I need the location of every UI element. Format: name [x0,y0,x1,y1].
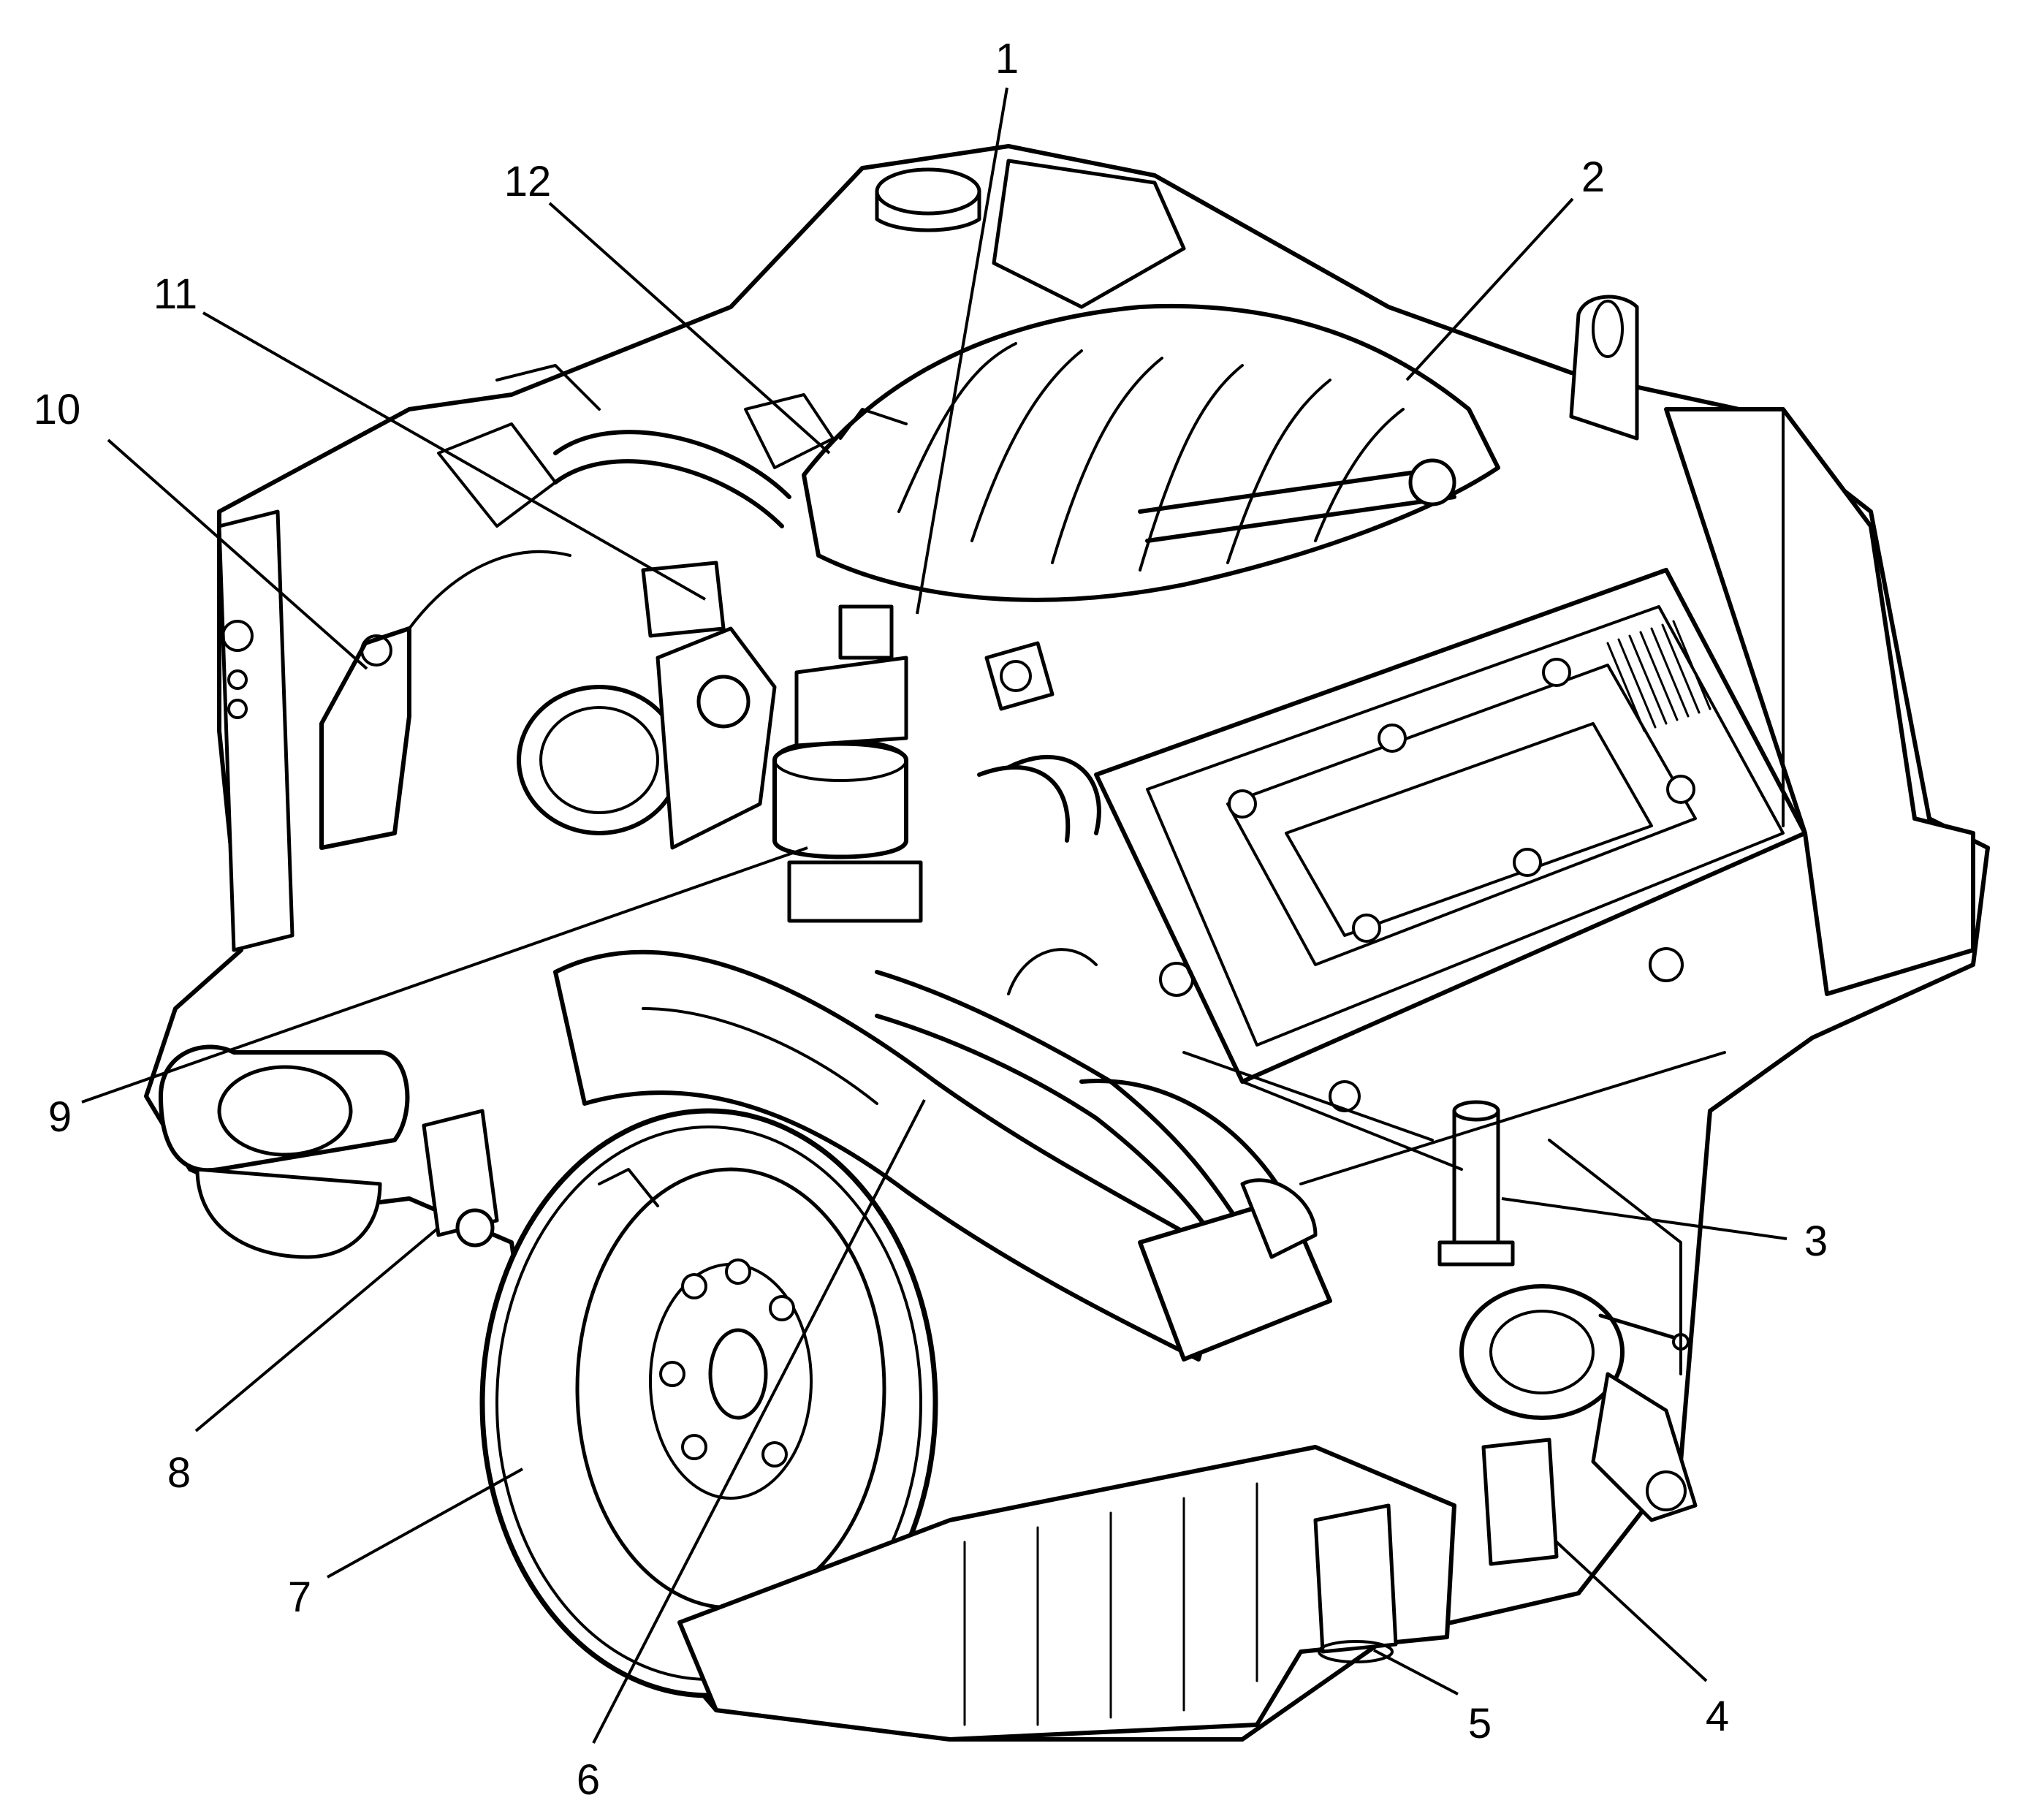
leader-10 [107,438,368,670]
egr-valve [772,604,923,923]
callout-11: 11 [153,270,197,318]
engine-mount-right [1459,1284,1698,1566]
leader-11 [202,311,706,601]
engine-mount-bracket [217,509,411,952]
callout-10: 10 [34,386,81,433]
sensor-stud [1437,1100,1515,1267]
leader-1 [916,87,1008,615]
upper-left-details [408,364,908,630]
hoses [553,430,1288,1259]
leader-lines [81,87,1787,1744]
callout-2: 2 [1581,153,1605,201]
exhaust-crossover [553,949,1332,1362]
leader-8 [194,1226,440,1432]
leader-6 [592,1099,926,1744]
fuel-rail [1138,458,1456,543]
oil-pan [677,1445,1456,1742]
callout-3: 3 [1804,1218,1828,1265]
callout-5: 5 [1468,1700,1492,1747]
callout-4: 4 [1706,1693,1729,1740]
flywheel [479,1108,938,1698]
leader-5 [1373,1649,1459,1696]
left-exhaust-flange [159,1044,499,1259]
leader-4 [1555,1541,1708,1682]
leader-3 [1501,1197,1787,1240]
sensor-connector [641,561,1055,711]
callout-9: 9 [48,1093,72,1141]
leader-2 [1405,197,1574,381]
callout-1: 1 [995,35,1019,83]
leader-12 [548,202,831,455]
callout-12: 12 [504,158,552,205]
callout-labels: 1 2 3 4 5 6 7 8 9 10 11 12 [34,35,1828,1804]
leader-7 [327,1468,523,1579]
leader-9 [81,846,808,1104]
lifting-eye [1569,295,1639,441]
callout-7: 7 [288,1573,311,1621]
callout-8: 8 [167,1449,191,1497]
callout-6: 6 [577,1756,600,1804]
engine-block-drawing [144,144,1990,1742]
valve-cover [1094,407,1975,1084]
lower-block-details [1007,947,1726,1375]
throttle-body [517,626,777,850]
intake-manifold [802,159,1500,602]
